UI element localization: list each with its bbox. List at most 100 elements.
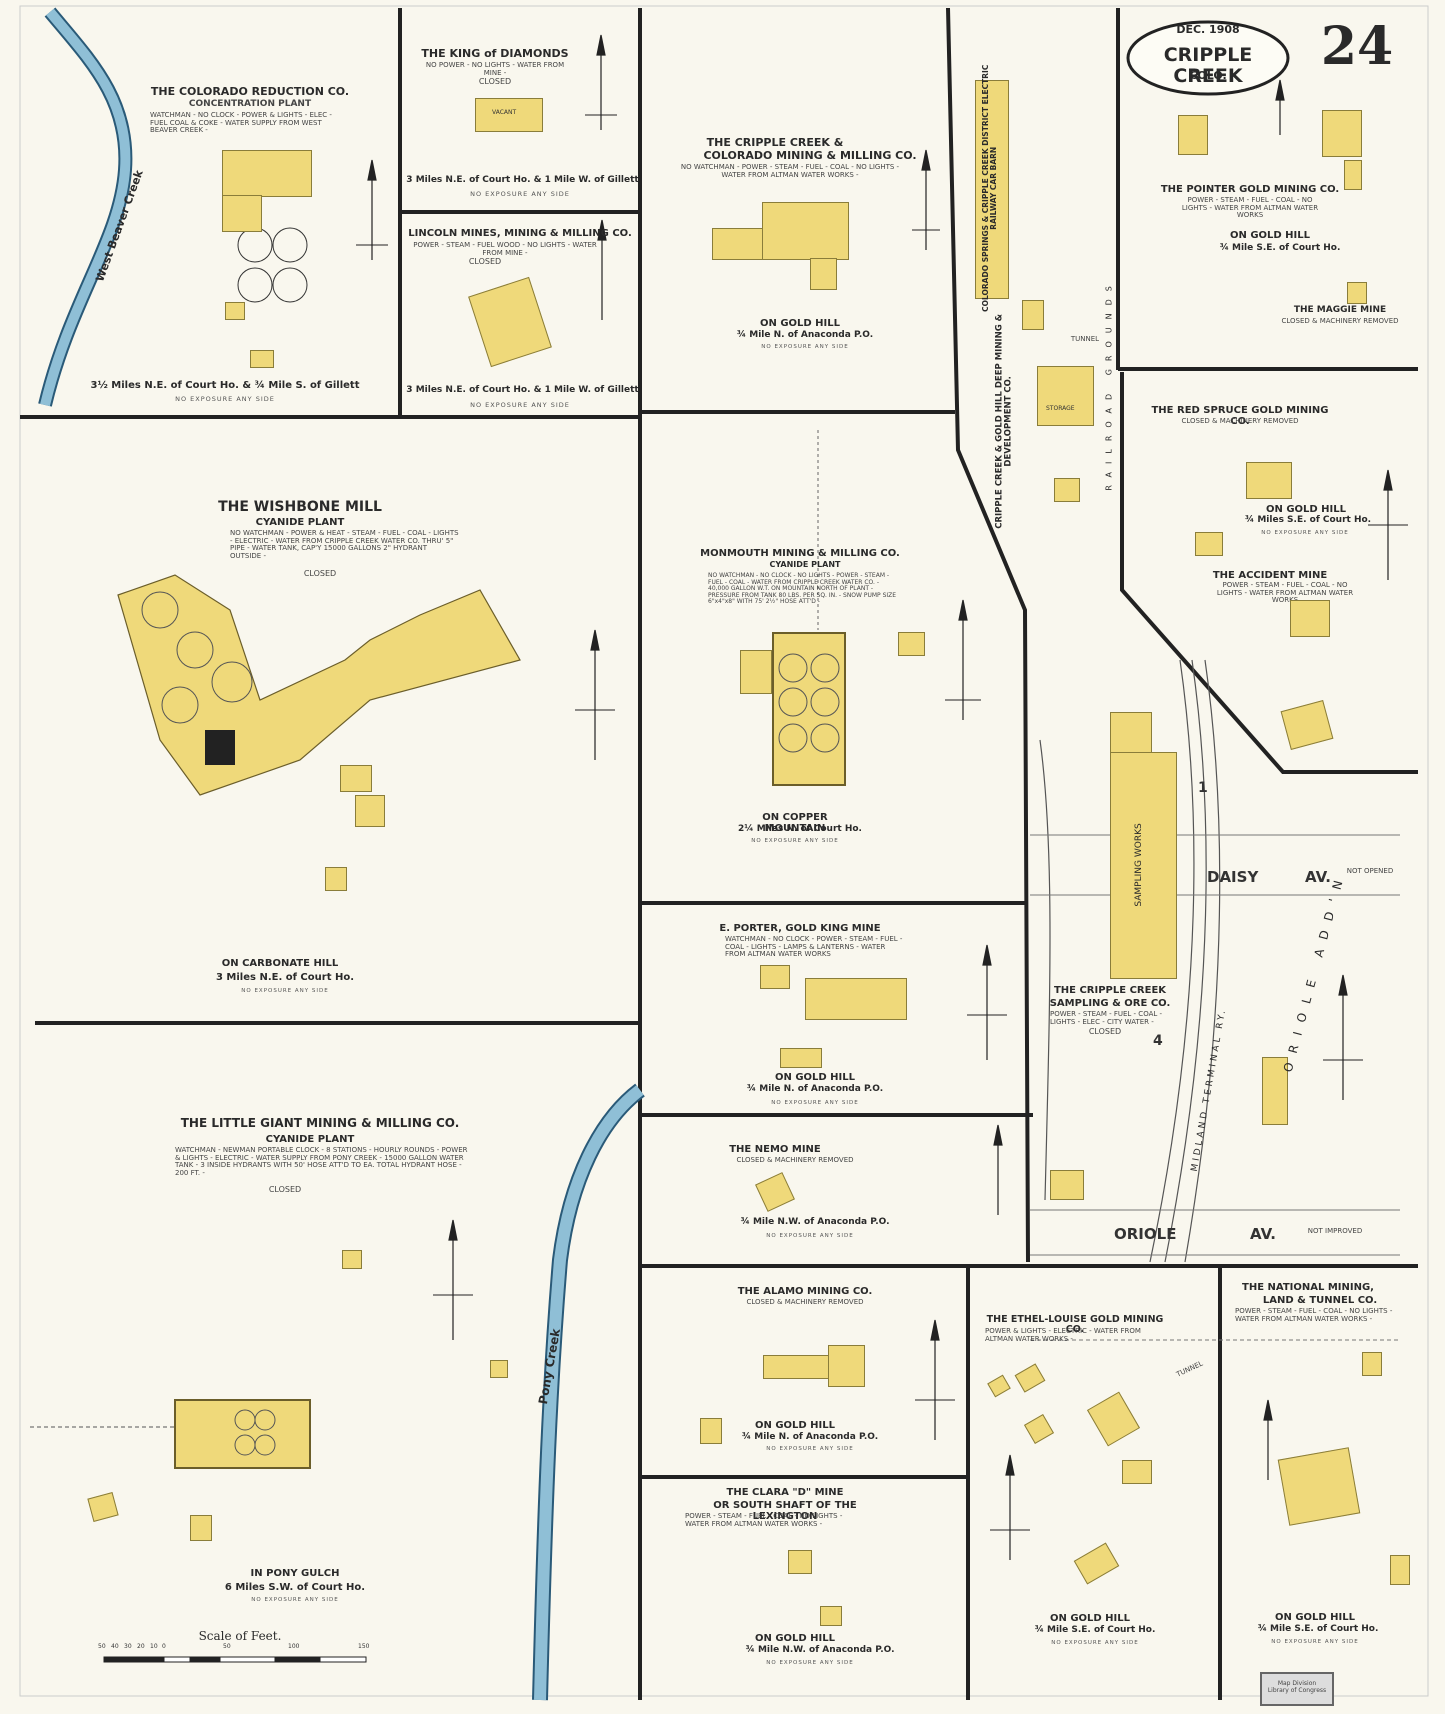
map-state: COLO. [1189,69,1227,82]
little-giant-notes: WATCHMAN - NEWMAN PORTABLE CLOCK - 8 STA… [175,1146,468,1178]
national-location-1: ON GOLD HILL [1274,1612,1356,1623]
sampling-title-1: THE CRIPPLE CREEK [1053,985,1167,996]
colorado-reduction-exposure: NO EXPOSURE ANY SIDE [175,395,275,403]
colorado-reduction-title: THE COLORADO REDUCTION CO. [150,85,350,98]
vacant-label: VACANT [492,109,517,116]
clara-d-exposure: NO EXPOSURE ANY SIDE [766,1660,854,1666]
maggie-building [1347,282,1367,304]
ethel-louise-location-1: ON GOLD HILL [1049,1613,1131,1624]
monmouth-subtitle: CYANIDE PLANT [769,560,841,569]
car-barn-building [975,80,1009,299]
national-location-2: ¾ Mile S.E. of Court Ho. [1257,1624,1379,1634]
alamo-ore-house [700,1418,722,1444]
car-barn-label: COLORADO SPRINGS & CRIPPLE CREEK DISTRIC… [980,64,998,312]
stamp-line-1: Map Division [1277,1680,1317,1687]
alamo-building-2 [828,1345,865,1387]
pointer-building-3 [1344,160,1362,190]
wishbone-location-1: ON CARBONATE HILL [221,958,339,969]
scale-tick: 0 [162,1643,166,1650]
sampling-notes: POWER - STEAM - FUEL - COAL - LIGHTS - E… [1050,1010,1163,1026]
scale-tick: 150 [358,1643,370,1650]
red-spruce-location-2: ¾ Miles S.E. of Court Ho. [1244,515,1372,525]
wishbone-exposure: NO EXPOSURE ANY SIDE [241,988,329,994]
pointer-notes: POWER - STEAM - FUEL - COAL - NO LIGHTS … [1181,196,1319,220]
lincoln-mines-status: CLOSED [468,257,502,266]
king-of-diamonds-location: 3 Miles N.E. of Court Ho. & 1 Mile W. of… [406,175,639,185]
colorado-reduction-subtitle: CONCENTRATION PLANT [188,99,312,109]
monmouth-location-1: ON COPPER MOUNTAIN [762,812,828,834]
lincoln-mines-title: LINCOLN MINES, MINING & MILLING CO. [408,228,632,239]
cc-colorado-engine [762,202,849,260]
national-small [1390,1555,1410,1585]
alamo-title: THE ALAMO MINING CO. [737,1286,873,1297]
little-giant-exposure: NO EXPOSURE ANY SIDE [251,1597,339,1603]
monmouth-boiler [740,650,772,694]
king-of-diamonds-status: CLOSED [478,77,512,86]
sampling-boiler [1110,712,1152,754]
clara-d-location-1: ON GOLD HILL [754,1633,836,1644]
clara-d-location-2: ¾ Mile N.W. of Anaconda P.O. [745,1645,895,1655]
map-city-title: CRIPPLE CREEK [1163,44,1253,87]
little-giant-location-1: IN PONY GULCH [250,1568,340,1579]
nemo-notes: CLOSED & MACHINERY REMOVED [736,1156,854,1164]
gold-king-rec [760,965,790,989]
oriole-dwelling-1 [1262,1057,1288,1125]
red-spruce-exposure: NO EXPOSURE ANY SIDE [1261,530,1349,536]
ethel-louise-exposure: NO EXPOSURE ANY SIDE [1051,1640,1139,1646]
red-spruce-ore [1195,532,1223,556]
little-giant-location-2: 6 Miles S.W. of Court Ho. [224,1582,366,1593]
oriole-note: NOT IMPROVED [1307,1227,1363,1235]
scale-tick: 40 [111,1643,119,1650]
lincoln-mines-exposure: NO EXPOSURE ANY SIDE [470,401,570,409]
monmouth-location-2: 2¼ Miles N. of Court Ho. [738,824,862,834]
alamo-notes: CLOSED & MACHINERY REMOVED [746,1298,864,1306]
clara-d-notes: POWER - STEAM - FUEL - COAL - NO LIGHTS … [685,1512,843,1528]
red-spruce-notes: CLOSED & MACHINERY REMOVED [1181,417,1299,425]
scale-tick: 50 [223,1643,231,1650]
gold-king-location-2: ¾ Mile N. of Anaconda P.O. [746,1084,884,1094]
little-giant-status: CLOSED [268,1185,302,1194]
wishbone-status: CLOSED [303,569,337,578]
wishbone-location-2: 3 Miles N.E. of Court Ho. [215,972,354,983]
ethel-louise-office [1122,1460,1152,1484]
tunnel-label: TUNNEL [1070,335,1100,343]
car-barn-shed [1022,300,1044,330]
sampling-status: CLOSED [1088,1027,1122,1036]
ethel-louise-location-2: ¾ Mile S.E. of Court Ho. [1034,1625,1156,1635]
gold-king-location-1: ON GOLD HILL [774,1072,856,1083]
scale-tick: 50 [98,1643,106,1650]
gold-king-ore-house [780,1048,822,1068]
nemo-exposure: NO EXPOSURE ANY SIDE [766,1233,854,1239]
block-number-4: 4 [1153,1033,1163,1049]
transformer-building [250,350,274,368]
pointer-location-2: ¾ Mile S.E. of Court Ho. [1219,243,1341,253]
scale-tick: 10 [150,1643,158,1650]
ethel-louise-title: THE ETHEL-LOUISE GOLD MINING CO. [986,1314,1164,1336]
small-building [225,302,245,320]
national-shed [1362,1352,1382,1376]
alamo-location-2: ¾ Mile N. of Anaconda P.O. [741,1432,879,1442]
national-title-2: LAND & TUNNEL CO. [1262,1295,1378,1306]
scale-tick: 20 [137,1643,145,1650]
wishbone-small [325,867,347,891]
clara-d-title-1: THE CLARA "D" MINE [726,1487,844,1498]
sampling-works-building [1110,752,1177,979]
king-of-diamonds-notes: NO POWER - NO LIGHTS - WATER FROM MINE - [425,61,565,77]
monmouth-small [898,632,925,656]
accident-notes: POWER - STEAM - FUEL - COAL - NO LIGHTS … [1216,581,1354,605]
red-spruce-location-1: ON GOLD HILL [1265,504,1347,515]
king-of-diamonds-exposure: NO EXPOSURE ANY SIDE [470,190,570,198]
gold-king-title: E. PORTER, GOLD KING MINE [719,923,881,934]
library-stamp: Map Division Library of Congress [1260,1672,1334,1706]
monmouth-notes: NO WATCHMAN - NO CLOCK - NO LIGHTS - POW… [708,572,897,606]
red-spruce-title: THE RED SPRUCE GOLD MINING CO. [1151,405,1329,427]
monmouth-exposure: NO EXPOSURE ANY SIDE [751,838,839,844]
alamo-location-1: ON GOLD HILL [754,1420,836,1431]
gold-king-exposure: NO EXPOSURE ANY SIDE [771,1100,859,1106]
cc-colorado-location-1: ON GOLD HILL [759,318,841,329]
assay-office [190,1515,212,1541]
vacant-building: VACANT [475,98,543,132]
wishbone-storage [340,765,372,792]
